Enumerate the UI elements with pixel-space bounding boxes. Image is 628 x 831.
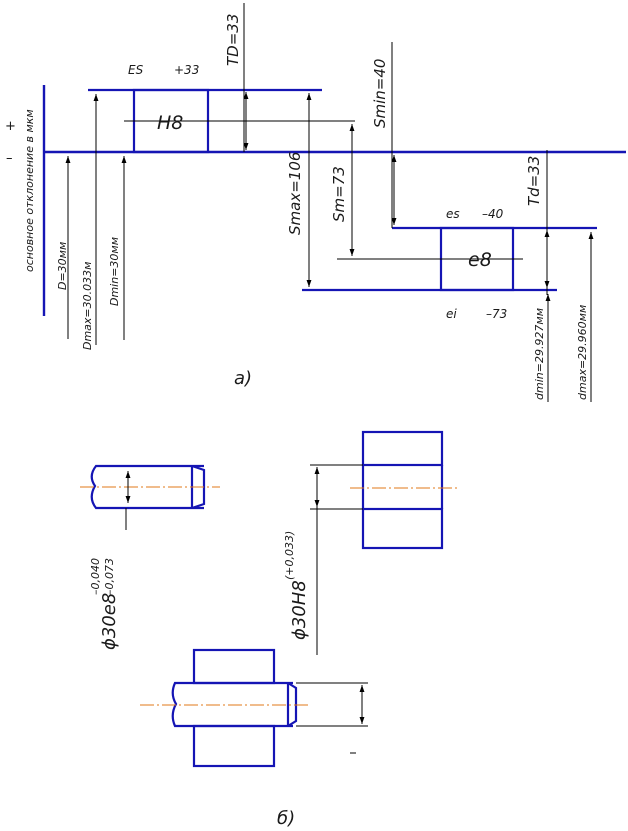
shaft-upper-deviation: –0,040 bbox=[89, 558, 102, 595]
sm-label: Sm=73 bbox=[330, 166, 348, 222]
bushing-top-section bbox=[361, 430, 444, 467]
dmin-shaft-label: dmin=29.927мм bbox=[533, 308, 546, 400]
hole-dimension-label: ϕ30H8 bbox=[289, 580, 310, 640]
assembly-shaft-outline bbox=[171, 681, 293, 728]
shaft-es-value: –40 bbox=[482, 207, 504, 221]
hole-es-label: ES bbox=[128, 63, 144, 77]
shaft-ei-value: –73 bbox=[486, 307, 507, 321]
assembly-sketches: ϕ30e8 –0,040 –0,073 ϕ30H8 (+0,033) б) bbox=[80, 430, 460, 829]
shaft-outline bbox=[90, 464, 204, 510]
smax-label: Smax=106 bbox=[286, 152, 304, 235]
dmax-label: Dmax=30.033м bbox=[81, 262, 94, 350]
dmin-label: Dmin=30мм bbox=[108, 237, 121, 306]
axis-caption: основное отклонение в мкм bbox=[23, 109, 36, 272]
dmax-shaft-label: dmax=29.960мм bbox=[576, 305, 589, 400]
d-label: D=30мм bbox=[56, 242, 69, 290]
shaft-field-label: e8 bbox=[468, 249, 492, 271]
assembly-bushing-top bbox=[192, 648, 276, 685]
plus-sign: + bbox=[5, 119, 16, 134]
assembly-bushing-bottom bbox=[192, 724, 276, 768]
hole-field-label: H8 bbox=[157, 112, 183, 134]
shaft-dimension-label: ϕ30e8 bbox=[99, 593, 120, 650]
hole-upper-deviation: (+0,033) bbox=[283, 531, 296, 580]
td-label: TD=33 bbox=[224, 14, 242, 66]
fit-scheme: + – основное отклонение в мкм H8 ES +33 … bbox=[5, 3, 626, 402]
hole-es-value: +33 bbox=[174, 63, 199, 77]
shaft-es-label: es bbox=[446, 207, 460, 221]
bushing-bottom-section bbox=[361, 507, 444, 550]
shaft-lower-deviation: –0,073 bbox=[103, 558, 116, 595]
smin-label: Smin=40 bbox=[371, 59, 389, 128]
minus-sign: – bbox=[6, 151, 13, 166]
td-shaft-label: Td=33 bbox=[525, 156, 543, 206]
part-b-label: б) bbox=[277, 808, 295, 829]
shaft-ei-label: ei bbox=[446, 307, 457, 321]
part-a-label: а) bbox=[234, 368, 252, 389]
